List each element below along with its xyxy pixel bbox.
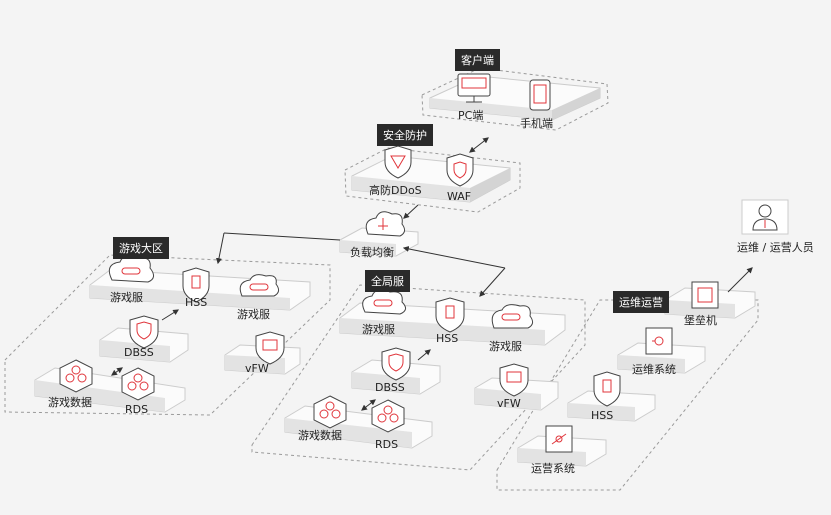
global-game-server-1-icon: [362, 289, 406, 315]
connectors: [111, 137, 753, 411]
ops-staff-label: 运维 / 运营人员: [737, 241, 814, 254]
load-balancer-icon: [365, 211, 406, 237]
global-rds-icon: [371, 399, 405, 433]
ops-system-icon: [645, 327, 673, 355]
lobby-game-server-2-icon: [239, 274, 280, 297]
group-tag-ops: 运维运营: [613, 291, 669, 313]
global-game-data-label: 游戏数据: [298, 429, 342, 442]
region-lobby: [4, 254, 331, 416]
lobby-rds-icon: [121, 367, 155, 401]
waf-shield-icon: [446, 153, 474, 187]
lobby-dbss-icon: [129, 315, 159, 349]
operation-system-label: 运营系统: [531, 462, 575, 475]
ops-staff-icon: [741, 199, 789, 235]
region-client: [421, 67, 609, 131]
waf-label: WAF: [447, 190, 472, 203]
pc-label: PC端: [458, 109, 484, 122]
group-tag-client: 客户端: [455, 49, 500, 71]
pc-icon: [457, 73, 491, 103]
lobby-game-data-icon: [59, 359, 93, 393]
bastion-host-icon: [691, 281, 719, 309]
lobby-game-data-label: 游戏数据: [48, 396, 92, 409]
bastion-label: 堡垒机: [684, 314, 717, 327]
global-game-server-2-label: 游戏服: [489, 340, 522, 353]
group-tag-global: 全局服: [365, 270, 410, 292]
lobby-hss-icon: [182, 267, 210, 303]
global-dbss-icon: [381, 347, 411, 381]
global-rds-label: RDS: [375, 438, 399, 451]
global-game-server-2-icon: [491, 304, 534, 329]
region-security: [344, 147, 521, 213]
global-game-server-1-label: 游戏服: [362, 323, 395, 336]
ddos-label: 高防DDoS: [369, 184, 422, 197]
global-vfw-icon: [499, 363, 529, 397]
lobby-vfw-icon: [255, 331, 285, 365]
ops-hss-icon: [593, 371, 621, 407]
lobby-dbss-label: DBSS: [124, 346, 154, 359]
lobby-game-server-2-label: 游戏服: [237, 308, 270, 321]
ddos-shield-icon: [384, 145, 412, 179]
global-hss-label: HSS: [436, 332, 459, 345]
lobby-vfw-label: vFW: [245, 362, 269, 375]
group-tag-security: 安全防护: [377, 124, 433, 146]
lobby-game-server-1-label: 游戏服: [110, 291, 143, 304]
load-balancer-label: 负载均衡: [350, 246, 394, 259]
group-tag-lobby: 游戏大区: [113, 237, 169, 259]
region-global: [251, 284, 586, 471]
lobby-hss-label: HSS: [185, 296, 208, 309]
lobby-game-server-1-icon: [108, 255, 154, 283]
global-game-data-icon: [313, 395, 347, 429]
lobby-rds-label: RDS: [125, 403, 149, 416]
operation-system-icon: [545, 425, 573, 453]
global-dbss-label: DBSS: [375, 381, 405, 394]
ops-hss-label: HSS: [591, 409, 614, 422]
global-hss-icon: [435, 297, 465, 333]
region-ops: [496, 299, 759, 491]
mobile-icon: [529, 79, 551, 111]
mobile-label: 手机端: [520, 117, 553, 130]
global-vfw-label: vFW: [497, 397, 521, 410]
ops-system-label: 运维系统: [632, 363, 676, 376]
